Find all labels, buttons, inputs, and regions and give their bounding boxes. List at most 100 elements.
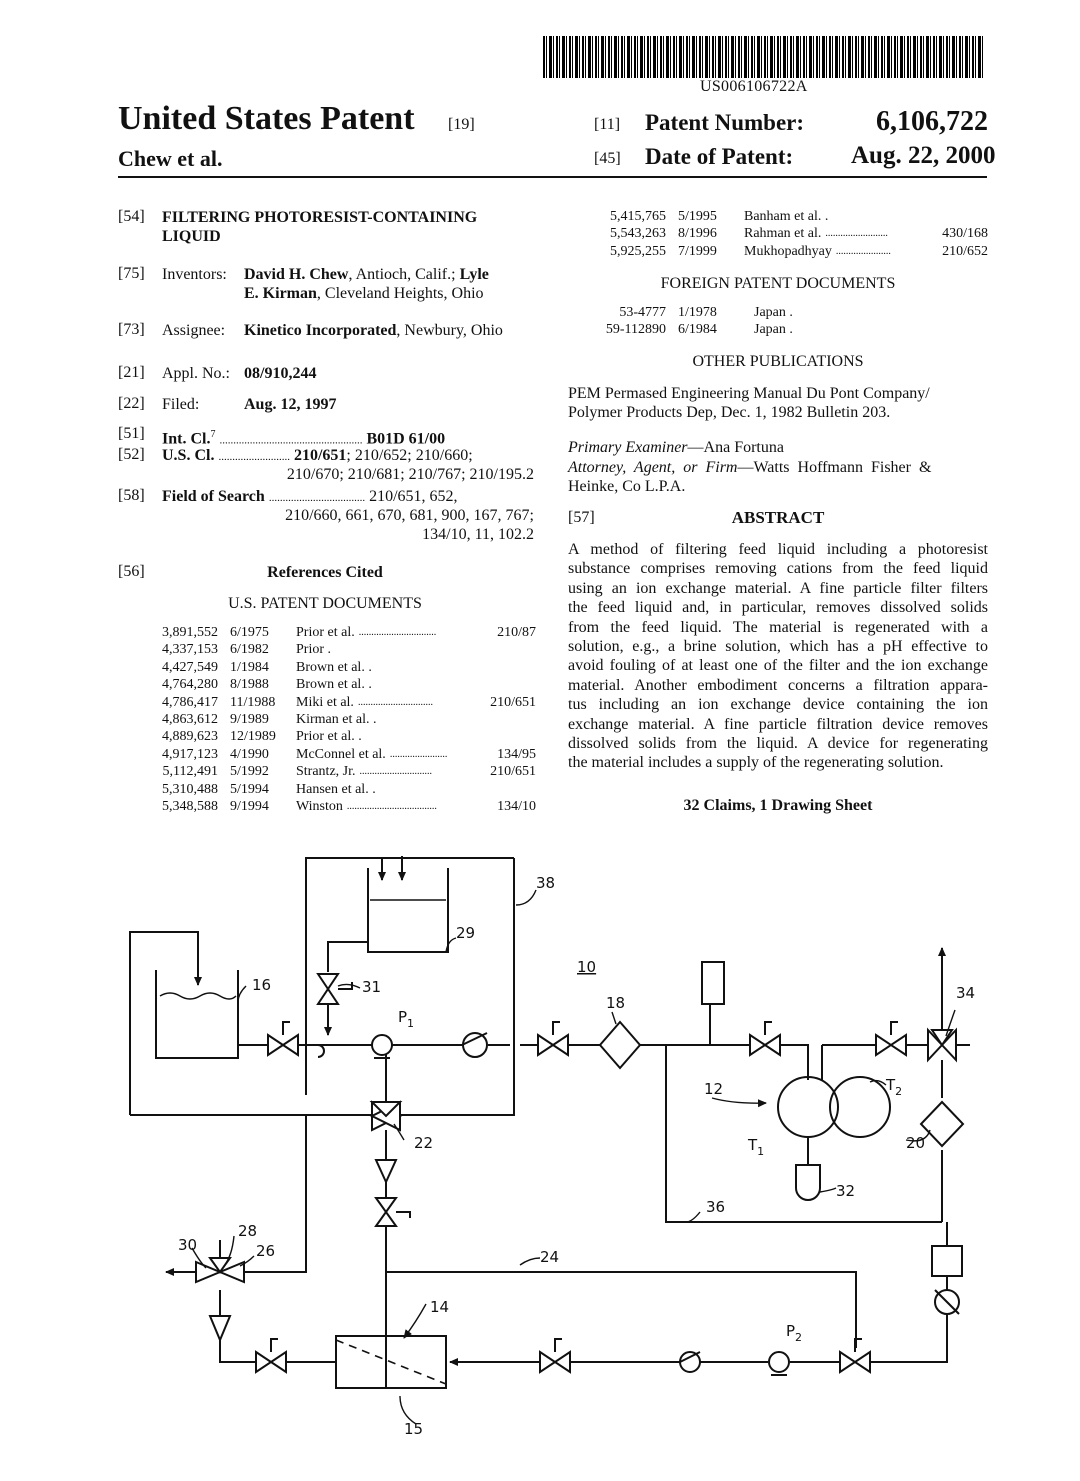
reference-class: 210/87 — [497, 625, 536, 640]
references-cited-title: References Cited — [267, 564, 383, 581]
reference-dots: .............................. — [357, 696, 433, 708]
reference-date: 12/1989 — [230, 729, 276, 745]
reference-number: 5,348,588 — [162, 799, 218, 815]
patent-number-label: Patent Number: — [645, 110, 805, 135]
reference-dots — [828, 208, 988, 225]
inventor-name-2b: E. Kirman — [244, 285, 317, 302]
other-pub-line1: PEM Permased Engineering Manual Du Pont … — [568, 385, 930, 402]
reference-class: 210/652 — [942, 243, 988, 259]
us-cl-primary: 210/651 — [293, 447, 347, 464]
field-search-line3: 134/10, 11, 102.2 — [422, 526, 534, 543]
field-search-line2: 210/660, 661, 670, 681, 900, 167, 767; — [285, 507, 534, 524]
reference-date: 1/1984 — [230, 659, 269, 675]
label-t2-main: T — [885, 1076, 896, 1094]
abstract-line: exchange material. A fine particle filtr… — [568, 715, 988, 733]
us-cl-rest: ; 210/652; 210/660; — [346, 447, 473, 464]
reference-number: 5,310,488 — [162, 781, 218, 797]
code-73: [73] — [118, 321, 145, 338]
code-51: [51] — [118, 425, 145, 442]
reference-dots — [372, 659, 536, 676]
code-11: [11] — [594, 116, 621, 133]
code-19: [19] — [448, 116, 475, 133]
reference-name: Rahman et al. — [744, 226, 822, 242]
abstract-line: from the feed liquid. The material is re… — [568, 618, 988, 636]
code-75: [75] — [118, 265, 145, 282]
abstract-line: material. Another embodiment concerns a … — [568, 676, 988, 694]
reference-date: 5/1992 — [230, 764, 269, 780]
label-14: 14 — [430, 1298, 449, 1316]
reference-dots: ...................... — [835, 245, 891, 257]
reference-date: 6/1975 — [230, 625, 269, 640]
int-cl-value: B01D 61/00 — [366, 430, 446, 448]
label-26: 26 — [256, 1242, 275, 1260]
reference-name: Prior et al. — [296, 625, 355, 640]
inventor-loc-2: , Cleveland Heights, Ohio — [316, 285, 484, 302]
header-rule — [118, 176, 987, 178]
document-number: US006106722A — [700, 78, 808, 95]
label-32: 32 — [836, 1182, 855, 1200]
field-search-label: Field of Search — [162, 488, 265, 505]
abstract-body: A method of filtering feed liquid includ… — [568, 540, 988, 773]
reference-name: Strantz, Jr. — [296, 764, 356, 780]
label-20: 20 — [906, 1134, 925, 1152]
attorney-row: Attorney, Agent, or Firm—Watts Hoffmann … — [568, 458, 988, 477]
abstract-line: the feed liquid and, in particular, remo… — [568, 599, 988, 617]
label-16: 16 — [252, 976, 271, 994]
reference-class: 210/651 — [490, 764, 536, 780]
reference-number: 4,337,153 — [162, 642, 218, 658]
reference-date: 7/1999 — [678, 243, 717, 259]
inventors-short: Chew et al. — [118, 146, 223, 171]
reference-date: 4/1990 — [230, 746, 269, 762]
other-pub-line2: Polymer Products Dep, Dec. 1, 1982 Bulle… — [568, 404, 891, 421]
reference-class: 134/95 — [497, 746, 536, 762]
assignee-name: Kinetico Incorporated — [244, 322, 397, 339]
int-cl-sup: 7 — [210, 429, 216, 440]
code-22: [22] — [118, 395, 145, 412]
barcode — [543, 36, 985, 78]
reference-name: Hansen et al. . — [296, 781, 376, 797]
int-cl-dots: ........................................… — [219, 434, 363, 447]
label-t1-sub: 1 — [757, 1145, 764, 1158]
reference-date: 11/1988 — [230, 694, 276, 710]
label-31: 31 — [362, 978, 381, 996]
label-12: 12 — [704, 1080, 723, 1098]
reference-date: 9/1989 — [230, 712, 269, 728]
inventors-label: Inventors: — [162, 266, 227, 283]
reference-class: 430/168 — [942, 226, 988, 242]
reference-date: 6/1982 — [230, 642, 269, 658]
claims-count: 32 Claims, 1 Drawing Sheet — [683, 797, 873, 814]
reference-number: 4,786,417 — [162, 694, 218, 710]
code-52: [52] — [118, 446, 145, 463]
patent-number: 6,106,722 — [876, 106, 988, 137]
label-18: 18 — [606, 994, 625, 1012]
reference-dots: ............................. — [359, 766, 433, 778]
invention-title-line2: LIQUID — [162, 228, 221, 245]
examiner-row: Primary Examiner—Ana Fortuna — [568, 438, 988, 457]
invention-title-line1: FILTERING PHOTORESIST-CONTAINING — [162, 209, 478, 226]
label-34: 34 — [956, 984, 975, 1002]
reference-class: 210/651 — [490, 694, 536, 710]
date-label: Date of Patent: — [645, 144, 794, 169]
reference-dots — [376, 711, 536, 728]
reference-date: 8/1996 — [678, 226, 717, 242]
label-36: 36 — [706, 1198, 725, 1216]
reference-name: Mukhopadhyay — [744, 243, 832, 259]
abstract-line: dissolved solids from the liquid. A devi… — [568, 735, 988, 753]
reference-name: Winston — [296, 799, 343, 815]
reference-dots — [372, 676, 536, 693]
us-cl-dots: .......................... — [218, 451, 290, 463]
inventors-line1: David H. Chew, Antioch, Calif.; Lyle — [244, 265, 489, 284]
field-search-row: Field of Search ........................… — [162, 487, 534, 508]
reference-number: 5,112,491 — [162, 764, 218, 780]
code-56: [56] — [118, 563, 145, 580]
filed-date: Aug. 12, 1997 — [244, 396, 337, 413]
